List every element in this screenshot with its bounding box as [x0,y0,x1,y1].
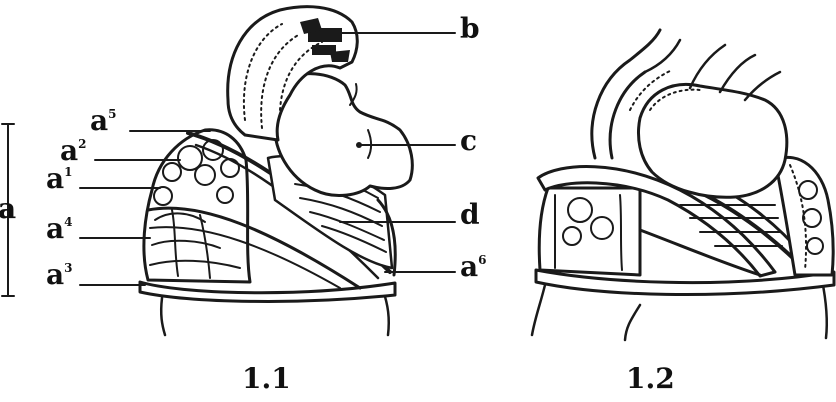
label-b: b [460,12,480,45]
caption-1-1: 1.1 [242,362,291,395]
stalk-left [161,298,165,335]
label-a4: a4 [46,212,73,245]
cirrus-2-c [720,55,755,92]
stalk-2-mid [625,305,640,340]
figure-1-2: 1.2 [532,30,834,395]
label-a: a [0,192,16,225]
label-a3: a3 [46,258,73,291]
stalk-2-right [822,280,827,338]
label-d: d [460,198,480,231]
cirrus-2-d [745,72,780,100]
label-a6: a6 [460,250,487,283]
label-a5: a5 [90,104,117,137]
stalk-2-left [532,285,545,335]
label-c: c [460,124,477,157]
base-plate-2 [536,270,834,295]
capitulum-2 [639,84,787,197]
capitulum [275,74,413,196]
caption-1-2: 1.2 [626,362,675,395]
cirrus-2-b [690,45,725,88]
label-a1: a1 [46,162,73,195]
